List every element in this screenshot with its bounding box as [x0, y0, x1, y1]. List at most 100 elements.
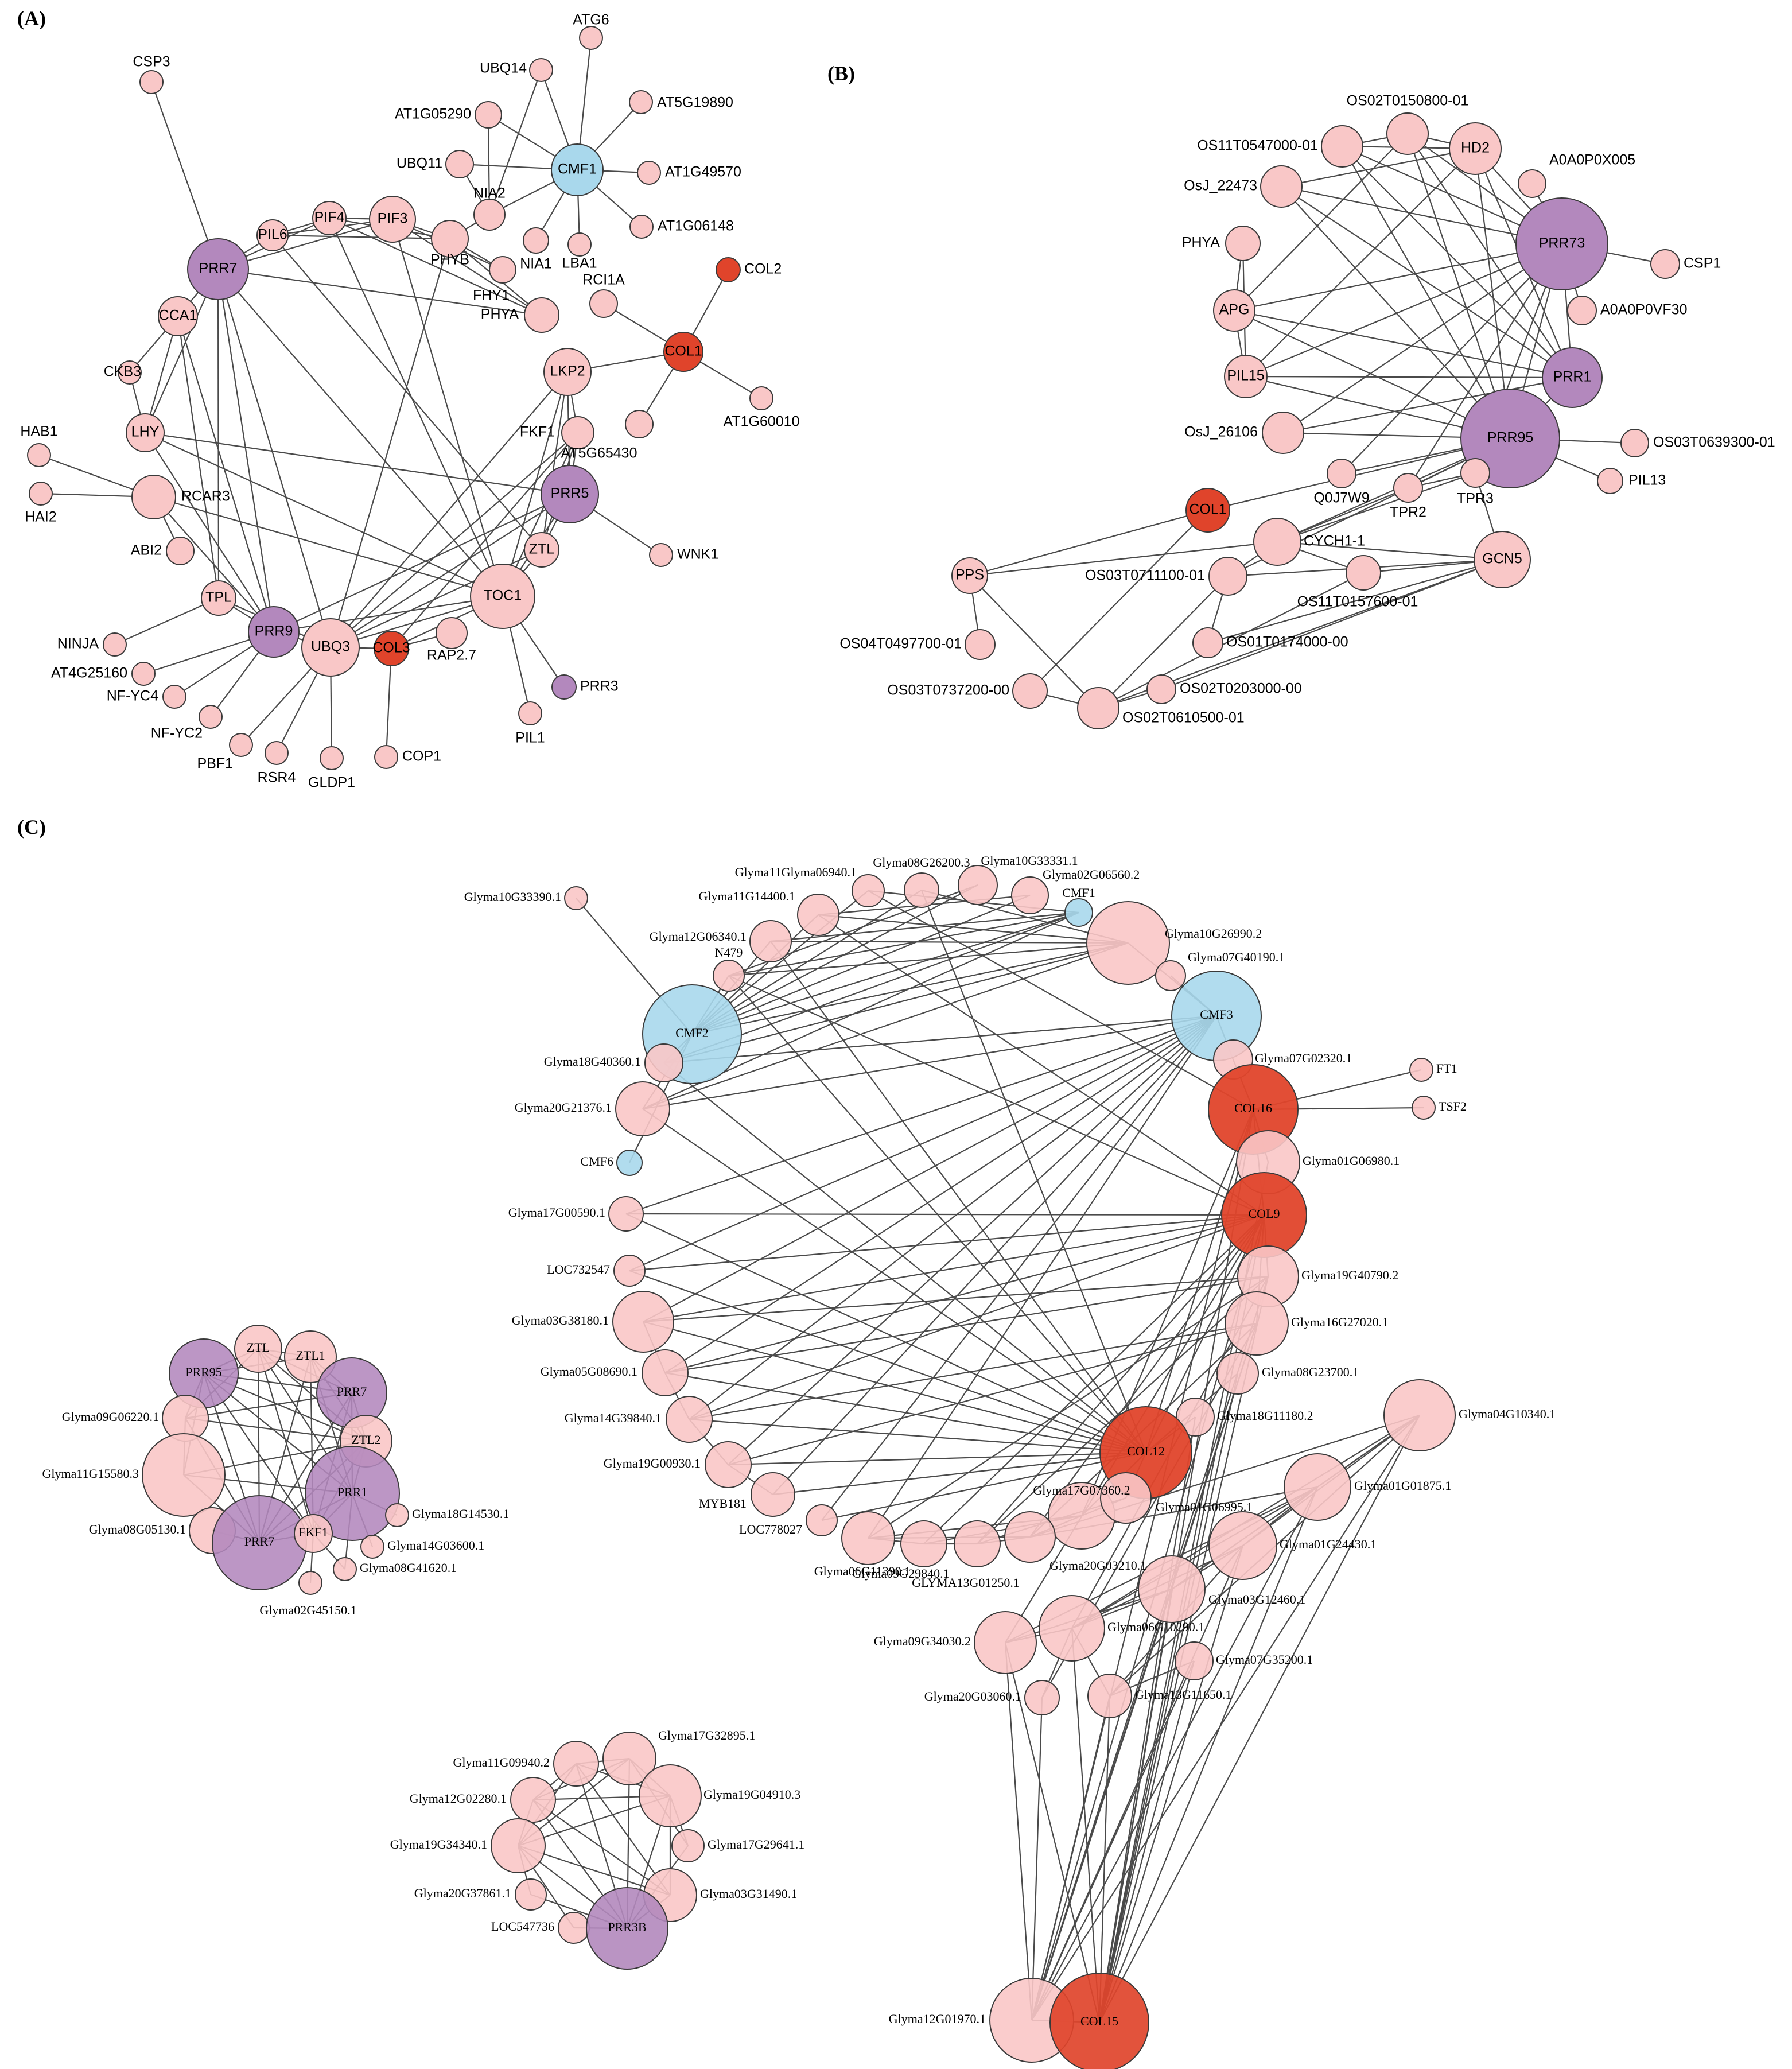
node-b-os01t0174000-00	[1192, 627, 1223, 658]
node-label-b-8: APG	[1219, 302, 1250, 318]
edge-a-33	[329, 217, 542, 316]
node-a-tpl	[201, 580, 236, 616]
node-label-c-27: Glyma05G08690.1	[541, 1364, 637, 1379]
node-c-glyma17g32895-1	[602, 1732, 656, 1785]
edge-c-5	[691, 884, 978, 1035]
node-label-a-28: NINJA	[57, 636, 99, 652]
node-a-hai2	[29, 482, 53, 506]
node-label-a-9: LBA1	[562, 255, 597, 271]
node-c-glyma20g37861-1	[515, 1878, 547, 1911]
edge-c-46	[642, 1015, 1217, 1110]
node-label-b-28: OS02T0203000-00	[1180, 681, 1302, 697]
node-c-glyma02g06560-2	[1011, 876, 1049, 914]
node-b-os11t0157600-01	[1346, 555, 1381, 591]
edge-c-40	[664, 1015, 1217, 1373]
node-label-c-22: Glyma17G00590.1	[508, 1205, 605, 1220]
edge-b-54	[1277, 541, 1503, 561]
edge-b-3	[1407, 133, 1573, 378]
node-label-a-41: PIL1	[515, 730, 545, 746]
node-c-glyma11g14400-1	[797, 894, 839, 936]
edge-c-164	[257, 1348, 314, 1534]
edge-c-61	[629, 1214, 1265, 1272]
node-c-glyma20g03060-1	[1024, 1680, 1060, 1715]
node-c-cmf1	[1064, 898, 1093, 927]
edge-c-47	[663, 1015, 1217, 1064]
node-a-col2	[716, 257, 741, 282]
node-b-a0a0p0x005	[1518, 169, 1546, 198]
node-label-c-52: PRR95	[185, 1365, 222, 1379]
edge-c-20	[770, 911, 1079, 942]
node-b-tpr2	[1393, 473, 1423, 503]
edge-a-24	[217, 269, 332, 648]
node-label-c-54: ZTL1	[296, 1348, 325, 1362]
edge-c-65	[923, 1214, 1265, 1544]
edge-a-69	[330, 432, 578, 648]
edge-c-149	[1031, 1276, 1269, 2021]
node-a-at1g05290	[475, 101, 502, 129]
edge-a-60	[273, 494, 570, 632]
node-label-a-22: HAB1	[20, 424, 57, 440]
node-label-a-32: UBQ3	[311, 639, 350, 655]
node-label-c-38: LOC778027	[739, 1522, 802, 1536]
edge-a-40	[144, 316, 179, 433]
edge-c-43	[772, 1015, 1217, 1495]
node-a-rsr4	[265, 741, 289, 765]
labels-layer: CMF1UBQ14ATG6AT5G19890AT1G05290UBQ11AT1G…	[20, 12, 1775, 2028]
edge-a-38	[272, 235, 542, 550]
edge-c-84	[728, 1451, 1146, 1466]
node-label-a-10: AT1G06148	[658, 218, 734, 234]
node-b-q0j7w9	[1327, 459, 1356, 488]
node-c-glyma18g40360-1	[644, 1043, 683, 1082]
node-c-myb181	[751, 1472, 795, 1517]
node-label-b-22: OS03T0711100-01	[1085, 568, 1205, 584]
edge-c-62	[643, 1214, 1265, 1323]
node-a-col3	[374, 631, 409, 666]
edge-c-71	[643, 1275, 1269, 1323]
node-label-c-37: Glyma01G06995.1	[1156, 1500, 1253, 1514]
edge-a-18	[217, 268, 542, 316]
node-a-rci1a	[589, 289, 618, 318]
node-label-a-50: COL2	[744, 261, 782, 277]
node-label-c-59: PRR1	[337, 1485, 368, 1499]
node-a-ubq11	[445, 150, 474, 178]
node-a-abi2	[166, 537, 195, 565]
node-label-c-1: Glyma12G06340.1	[650, 929, 747, 944]
node-c-loc778027	[806, 1504, 838, 1536]
node-label-a-46: AT5G65430	[561, 445, 637, 461]
node-a-nf-yc2	[199, 705, 223, 729]
node-label-c-18: COL16	[1234, 1101, 1272, 1115]
node-label-a-11: CSP3	[133, 54, 170, 70]
node-c-glyma18g11180-2	[1176, 1398, 1215, 1437]
node-label-b-23: GCN5	[1482, 551, 1522, 567]
node-a-atg6	[579, 26, 603, 50]
node-label-a-17: FHY1	[473, 288, 510, 304]
node-c-glyma19g34340-1	[491, 1818, 546, 1873]
node-c-col15	[1049, 1973, 1149, 2069]
edge-c-77	[728, 1322, 1257, 1466]
node-label-c-33: Glyma19G00930.1	[604, 1456, 701, 1470]
edge-a-31	[392, 219, 542, 316]
node-label-a-19: CCA1	[159, 308, 197, 324]
node-c-glyma17g00590-1	[608, 1196, 644, 1232]
node-a-prr3	[551, 674, 577, 700]
node-label-a-39: RAP2.7	[427, 647, 476, 663]
node-label-a-3: AT5G19890	[657, 95, 733, 111]
node-a-col1	[663, 332, 703, 372]
edge-c-13	[728, 911, 1079, 977]
node-c-glyma19g00930-1	[705, 1441, 752, 1488]
node-label-b-5: PHYA	[1182, 235, 1220, 251]
node-label-c-73: Glyma20G37861.1	[414, 1886, 511, 1900]
node-a-cca1	[158, 296, 198, 336]
panel-label-a: (A)	[17, 7, 46, 30]
node-b-pil13	[1597, 468, 1623, 494]
node-label-c-30: Glyma18G11180.2	[1217, 1408, 1313, 1423]
edge-c-29	[868, 890, 1254, 1110]
edge-c-87	[625, 1213, 1146, 1453]
edge-c-103	[1031, 1415, 1420, 2021]
edge-c-141	[1031, 1695, 1111, 2021]
node-a-pil6	[256, 219, 289, 251]
node-label-c-61: Glyma08G05130.1	[89, 1522, 186, 1536]
node-label-c-3: Glyma11Glyma06940.1	[735, 865, 857, 879]
edge-a-22	[217, 269, 275, 632]
node-label-c-70: Glyma19G04910.3	[703, 1787, 800, 1802]
